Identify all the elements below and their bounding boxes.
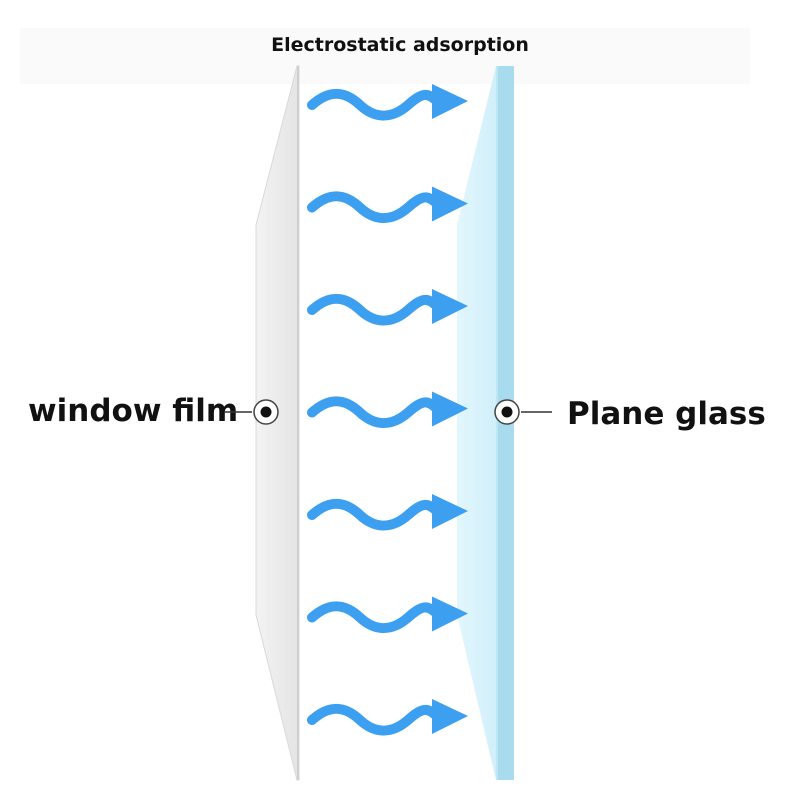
wavy-arrow-icon — [307, 84, 468, 121]
plane-glass-label: Plane glass — [567, 396, 766, 432]
wavy-arrow-icon — [307, 391, 468, 428]
target-dot-icon — [253, 399, 279, 425]
wavy-arrow-icon — [307, 289, 468, 326]
wavy-arrow-icon — [307, 494, 468, 531]
wavy-arrow-icon — [307, 699, 468, 736]
wavy-arrow-icon — [307, 186, 468, 223]
target-dot-icon — [494, 399, 520, 425]
window-film-label: window film — [28, 393, 238, 429]
wavy-arrow-icon — [307, 596, 468, 633]
header-band — [20, 28, 750, 84]
arrow-group — [307, 84, 468, 736]
diagram-title: Electrostatic adsorption — [271, 34, 529, 56]
